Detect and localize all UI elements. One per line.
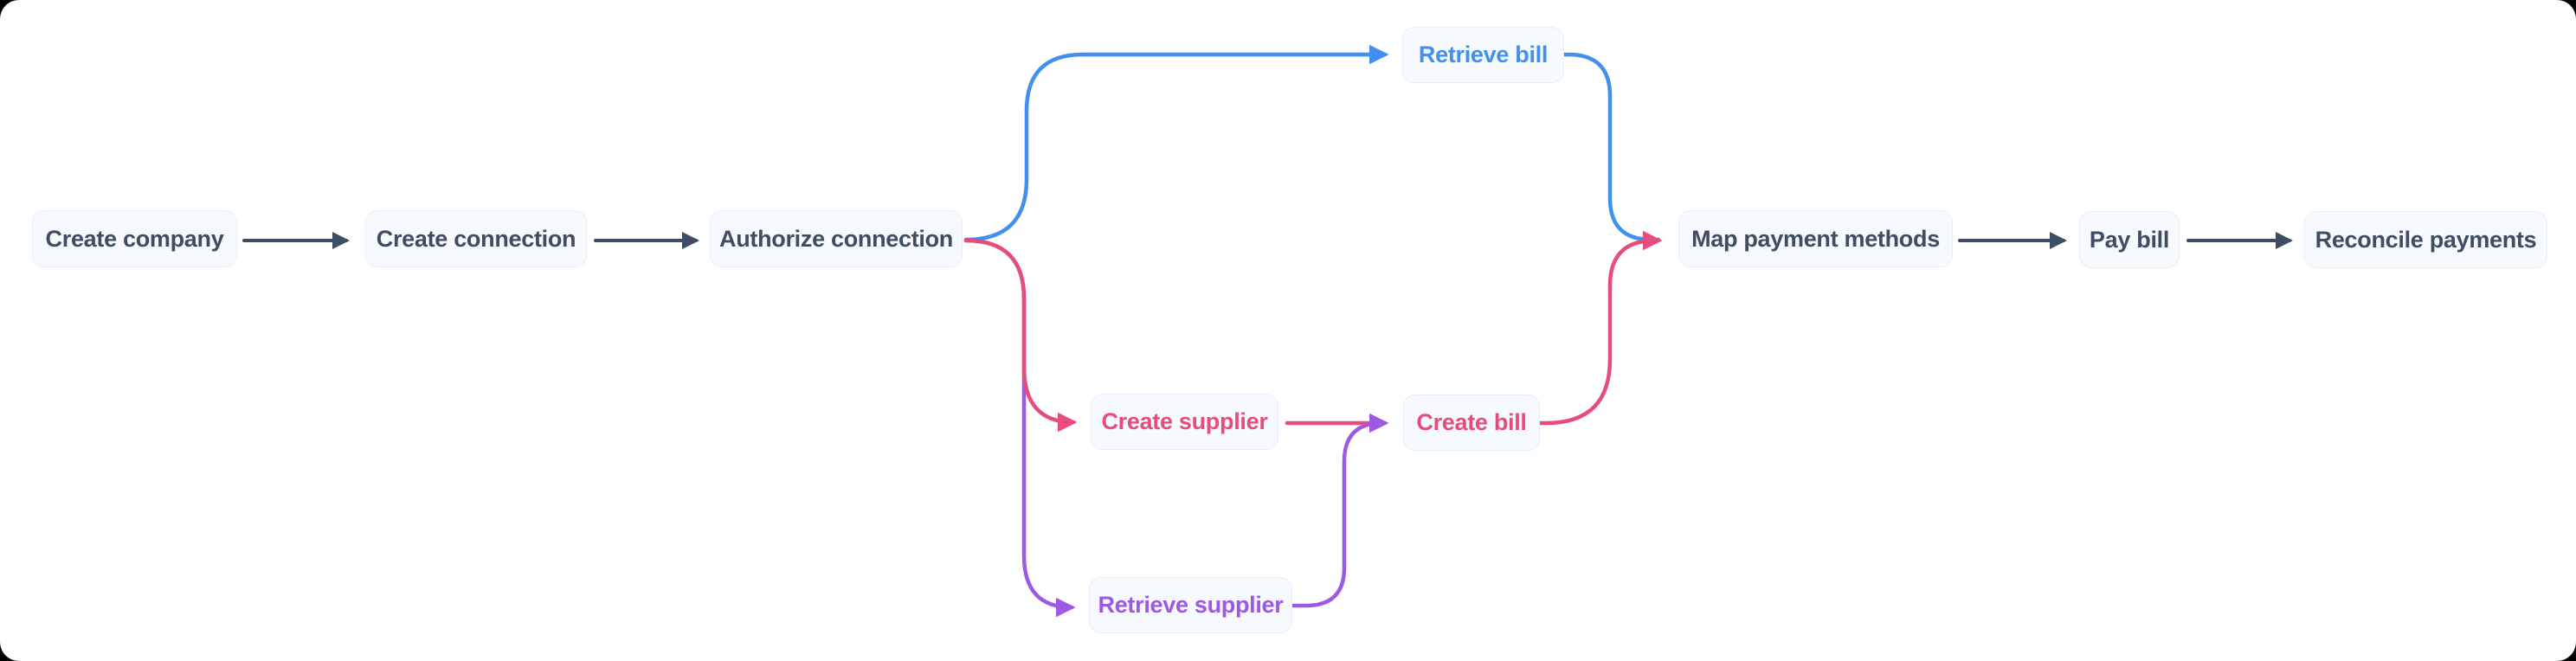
node-retrieve-bill-label: Retrieve bill <box>1418 42 1549 67</box>
edge-retrieve-supplier-to-create-bill <box>1290 413 1389 608</box>
node-create-connection-label: Create connection <box>376 225 576 252</box>
node-retrieve-bill[interactable]: Retrieve bill <box>1402 27 1564 83</box>
edge-create-bill-to-map-payment-methods <box>1537 230 1663 426</box>
edge-authorize-connection-to-retrieve-supplier <box>963 238 1076 618</box>
node-retrieve-supplier[interactable]: Retrieve supplier <box>1089 577 1292 633</box>
node-map-payment-methods[interactable]: Map payment methods <box>1678 210 1953 267</box>
node-create-bill[interactable]: Create bill <box>1403 395 1540 451</box>
node-pay-bill-label: Pay bill <box>2089 226 2170 253</box>
node-authorize-connection-label: Authorize connection <box>719 225 953 252</box>
node-create-connection[interactable]: Create connection <box>365 210 587 267</box>
edge-retrieve-bill-to-map-payment-methods <box>1562 52 1661 242</box>
node-create-supplier[interactable]: Create supplier <box>1091 394 1278 450</box>
node-map-payment-methods-label: Map payment methods <box>1691 225 1940 252</box>
node-reconcile-payments-label: Reconcile payments <box>2315 226 2537 253</box>
node-create-supplier-label: Create supplier <box>1101 408 1268 434</box>
node-create-company-label: Create company <box>45 225 224 252</box>
node-pay-bill[interactable]: Pay bill <box>2079 211 2180 268</box>
edge-authorize-connection-to-retrieve-bill <box>963 44 1389 242</box>
node-retrieve-supplier-label: Retrieve supplier <box>1098 592 1284 618</box>
node-reconcile-payments[interactable]: Reconcile payments <box>2304 211 2547 268</box>
node-authorize-connection[interactable]: Authorize connection <box>710 210 963 267</box>
edge-authorize-connection-to-create-supplier <box>963 238 1078 433</box>
node-create-bill-label: Create bill <box>1416 409 1527 435</box>
node-create-company[interactable]: Create company <box>32 210 237 267</box>
